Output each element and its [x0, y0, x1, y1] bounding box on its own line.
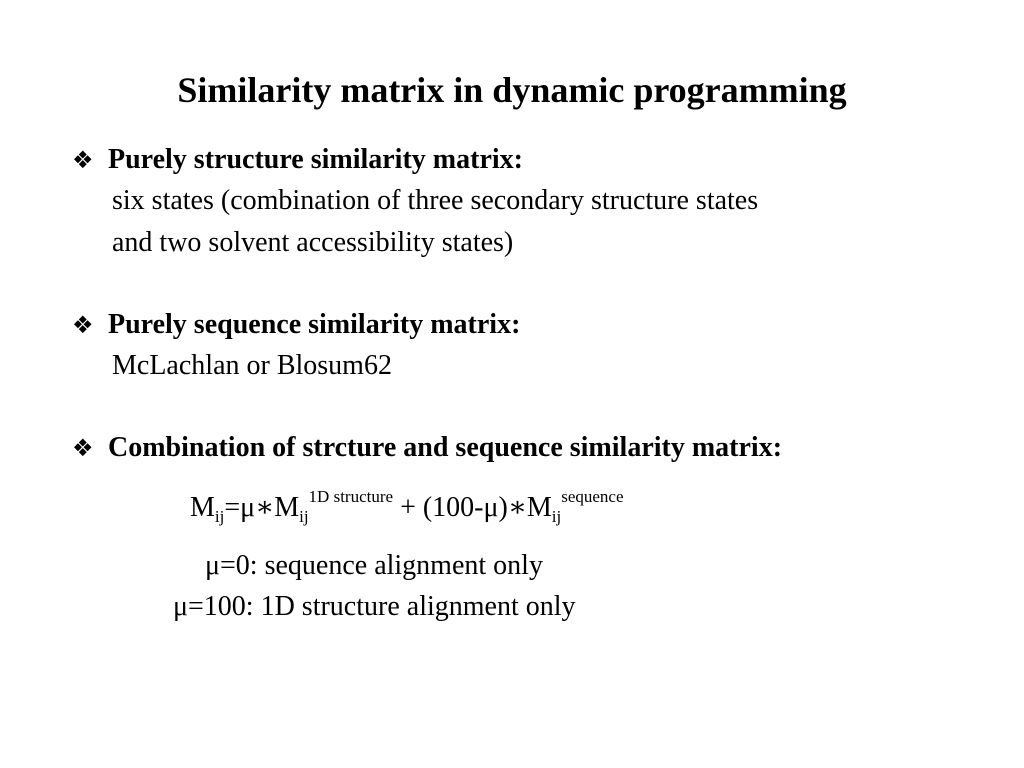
- bullet-sequence-matrix: ❖ Purely sequence similarity matrix:: [72, 308, 520, 342]
- formula-term2: + (100-μ)∗M: [393, 492, 552, 523]
- formula-term1: =μ∗M: [224, 492, 300, 523]
- diamond-bullet-icon: ❖: [72, 311, 94, 339]
- bullet-heading: Purely sequence similarity matrix:: [108, 309, 521, 340]
- formula-lhs-subscript: ij: [214, 507, 225, 526]
- body-line: six states (combination of three seconda…: [112, 185, 759, 216]
- formula-term2-subscript: ij: [551, 507, 562, 526]
- body-line: and two solvent accessibility states): [112, 227, 514, 258]
- bullet-heading: Combination of strcture and sequence sim…: [108, 432, 783, 463]
- diamond-bullet-icon: ❖: [72, 434, 94, 462]
- slide-title: Similarity matrix in dynamic programming: [177, 70, 847, 110]
- formula-lhs: M: [190, 492, 215, 523]
- bullet-heading: Purely structure similarity matrix:: [108, 144, 523, 175]
- formula-term1-subscript: ij: [299, 507, 309, 526]
- bullet-combination-matrix: ❖ Combination of strcture and sequence si…: [72, 431, 782, 465]
- note-mu-zero: μ=0: sequence alignment only: [205, 550, 543, 581]
- note-mu-hundred: μ=100: 1D structure alignment only: [173, 591, 576, 622]
- body-line: McLachlan or Blosum62: [112, 350, 392, 381]
- formula-term1-superscript: 1D structure: [308, 487, 394, 506]
- bullet-structure-matrix: ❖ Purely structure similarity matrix:: [72, 143, 523, 177]
- diamond-bullet-icon: ❖: [72, 146, 94, 174]
- formula-term2-superscript: sequence: [561, 487, 624, 506]
- combination-formula: Mij=μ∗Mij1D structure + (100-μ)∗Mijseque…: [190, 488, 624, 528]
